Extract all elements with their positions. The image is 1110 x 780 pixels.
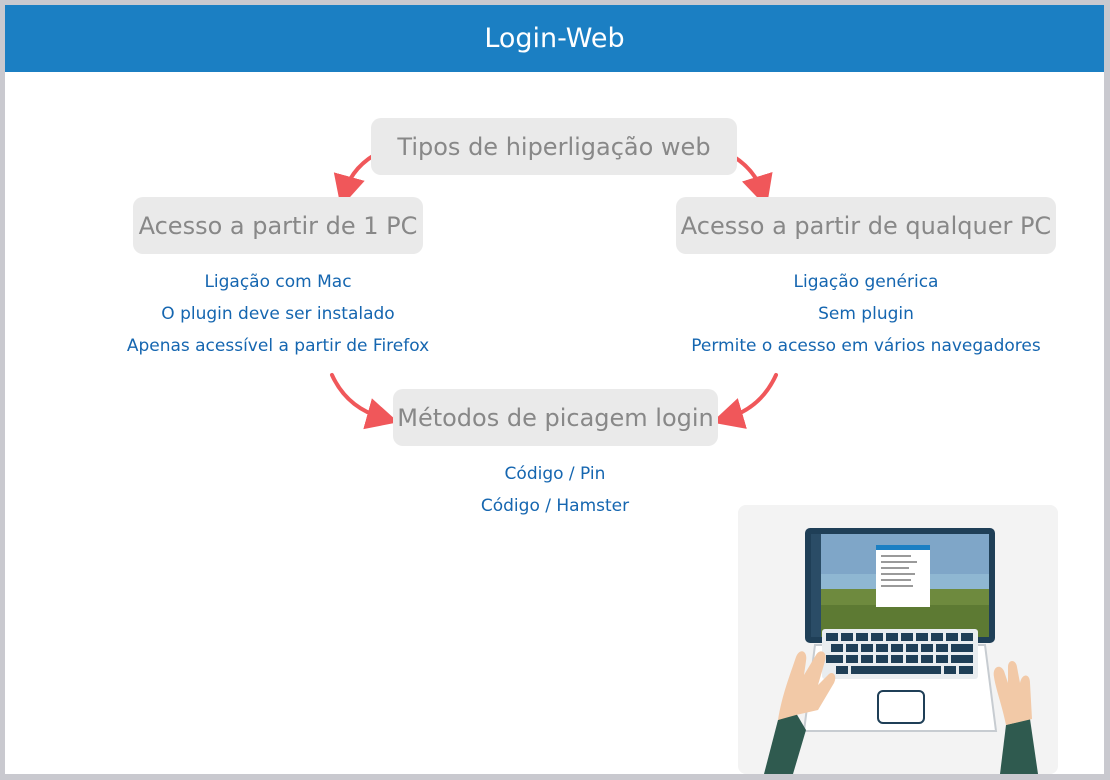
laptop-icon [764, 528, 1038, 774]
laptop-with-hands-illustration [738, 505, 1058, 774]
list-item: Ligação genérica [793, 272, 939, 292]
page-title: Login-Web [484, 23, 625, 54]
list-item: Código / Pin [504, 464, 606, 484]
list-item: Permite o acesso em vários navegadores [691, 336, 1041, 356]
bottom-method-list: Código / Pin Código / Hamster [425, 458, 685, 522]
node-access-one-pc: Acesso a partir de 1 PC [133, 197, 423, 254]
header-bar: Login-Web [5, 5, 1104, 72]
node-access-any-pc-label: Acesso a partir de qualquer PC [680, 211, 1052, 240]
node-link-types-label: Tipos de hiperligação web [397, 132, 711, 161]
node-login-methods: Métodos de picagem login [393, 389, 718, 446]
page-frame: Login-Web Tipos de hiperligação web Aces… [5, 5, 1104, 774]
arrow-left-to-bottom [330, 373, 399, 430]
node-access-one-pc-label: Acesso a partir de 1 PC [138, 211, 418, 240]
right-feature-list: Ligação genérica Sem plugin Permite o ac… [676, 266, 1056, 362]
node-login-methods-label: Métodos de picagem login [397, 403, 714, 432]
left-feature-list: Ligação com Mac O plugin deve ser instal… [118, 266, 438, 362]
arrow-right-to-bottom [711, 373, 778, 429]
list-item: Ligação com Mac [204, 272, 352, 292]
list-item: Sem plugin [818, 304, 914, 324]
list-item: O plugin deve ser instalado [161, 304, 395, 324]
node-access-any-pc: Acesso a partir de qualquer PC [676, 197, 1056, 254]
node-link-types: Tipos de hiperligação web [371, 118, 737, 175]
list-item: Apenas acessível a partir de Firefox [126, 336, 430, 356]
list-item: Código / Hamster [480, 496, 630, 516]
